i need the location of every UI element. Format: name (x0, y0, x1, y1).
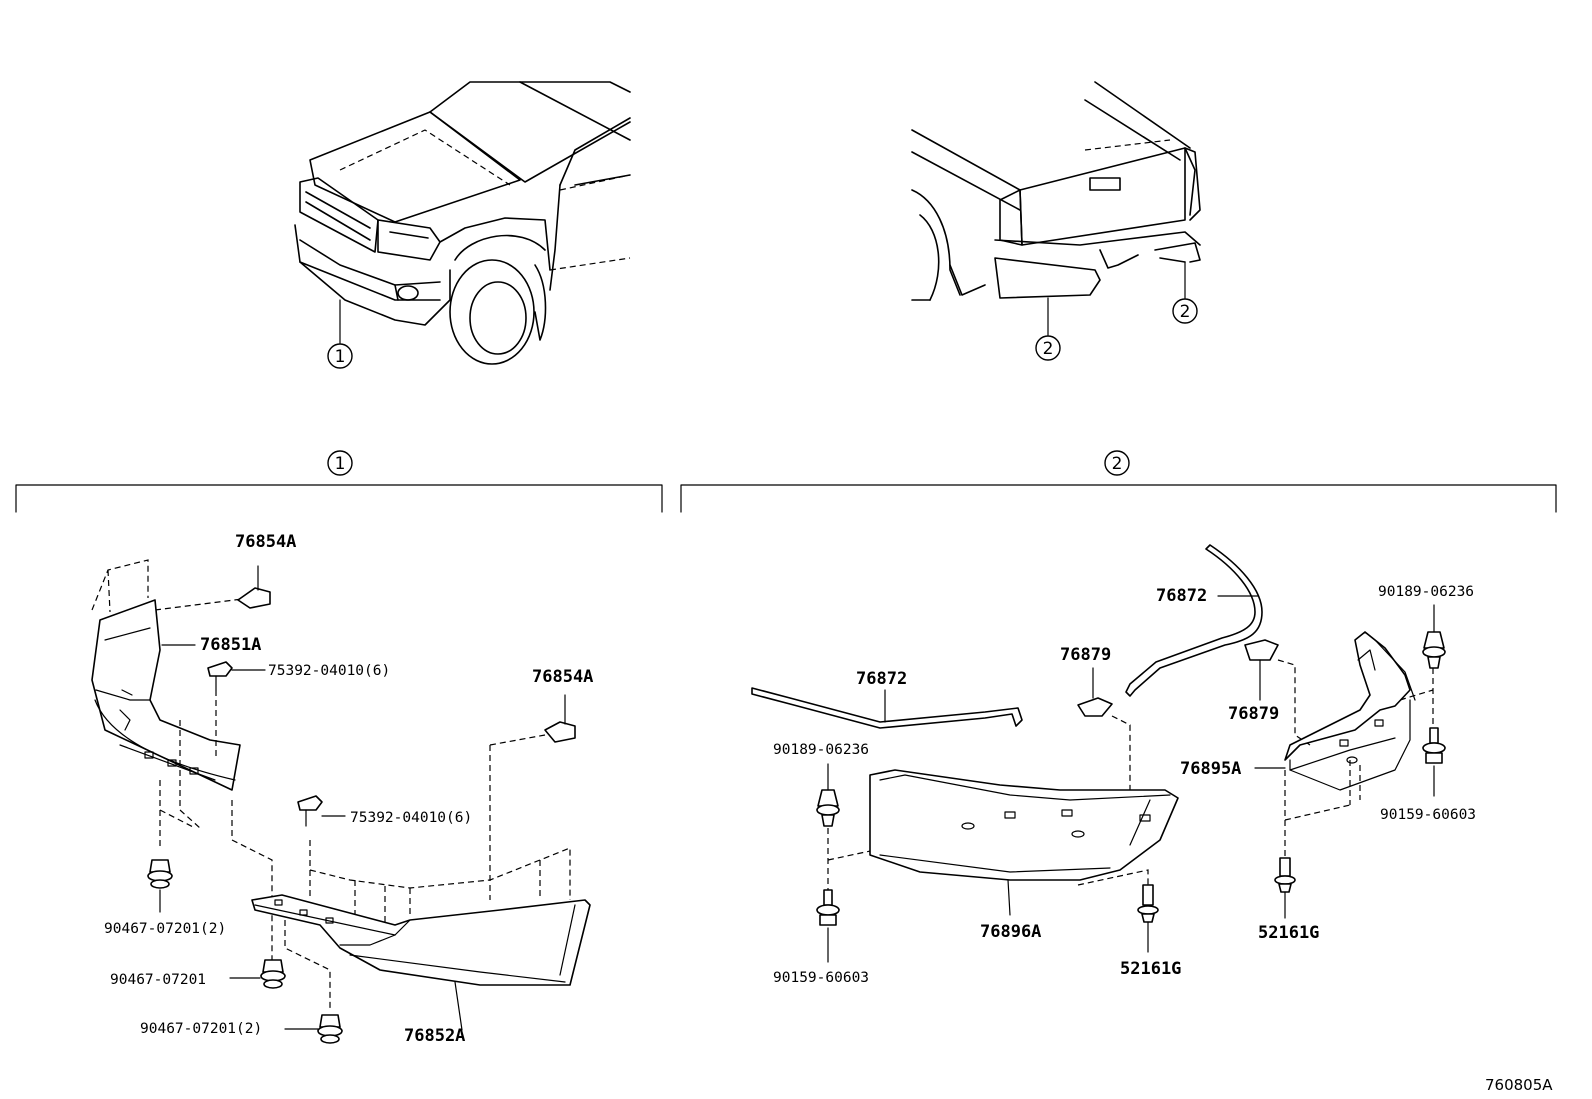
section-header-front: 1 (15, 450, 663, 513)
label-52161G-right: 52161G (1258, 923, 1319, 943)
bolt-90467-c (284, 1014, 343, 1044)
label-90159-right: 90159-60603 (1380, 807, 1476, 823)
label-76896A: 76896A (980, 922, 1041, 942)
label-76872-left: 76872 (856, 669, 907, 689)
label-75392-b: 75392-04010(6) (350, 810, 472, 826)
label-52161G-mid: 52161G (1120, 959, 1181, 979)
label-90189-right: 90189-06236 (1378, 584, 1474, 600)
bolt-90159-right (1422, 727, 1446, 797)
section-header-rear: 2 (680, 450, 1557, 513)
label-90159-left: 90159-60603 (773, 970, 869, 986)
front-parts-detail (91, 559, 591, 1044)
label-76854A-right: 76854A (532, 667, 593, 687)
rear-vehicle-view: 2 2 (911, 81, 1201, 361)
label-90467-c: 90467-07201(2) (140, 1021, 262, 1037)
label-76879-mid: 76879 (1060, 645, 1111, 665)
label-90467-a: 90467-07201(2) (104, 921, 226, 937)
rear-parts-detail (751, 544, 1446, 963)
label-76851A: 76851A (200, 635, 261, 655)
bolt-90467-b (229, 959, 286, 989)
rear-right-callout-number: 2 (1180, 302, 1191, 322)
front-vehicle-view: 1 (294, 81, 631, 369)
label-76872-top: 76872 (1156, 586, 1207, 606)
bolt-90189-right (1422, 604, 1446, 669)
label-76854A-top: 76854A (235, 532, 296, 552)
label-76879-right: 76879 (1228, 704, 1279, 724)
bolt-52161G-right (1274, 857, 1296, 919)
label-76852A: 76852A (404, 1026, 465, 1046)
label-76895A: 76895A (1180, 759, 1241, 779)
section-rear-number: 2 (1112, 454, 1123, 474)
part-labels: 76854A 76851A 75392-04010(6) 76854A 7539… (104, 532, 1553, 1094)
diagram-id: 760805A (1485, 1076, 1553, 1094)
section-front-number: 1 (335, 454, 346, 474)
front-callout-number: 1 (335, 347, 346, 367)
label-75392-a: 75392-04010(6) (268, 663, 390, 679)
bolt-90467-a (147, 859, 173, 913)
rear-left-callout-number: 2 (1043, 339, 1054, 359)
bolt-90159-left (816, 889, 840, 963)
label-90189-left: 90189-06236 (773, 742, 869, 758)
bolt-90189-left (816, 763, 840, 827)
bolt-52161G-mid (1137, 884, 1159, 953)
label-90467-b: 90467-07201 (110, 972, 206, 988)
